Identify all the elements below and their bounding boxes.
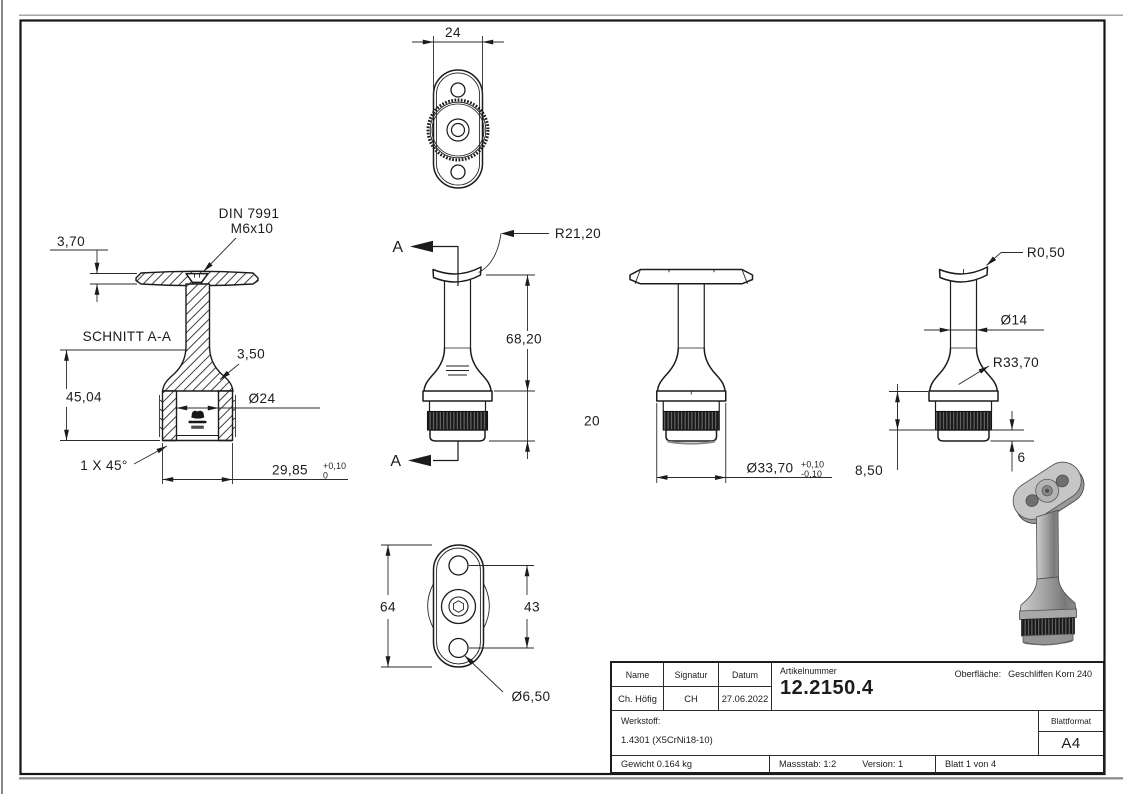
section-title: SCHNITT A-A bbox=[83, 329, 172, 344]
dim-hole-spacing: 43 bbox=[524, 600, 540, 615]
dim-bore-diameter: Ø24 bbox=[249, 391, 276, 406]
weight-cell: Gewicht 0.164 kg bbox=[612, 756, 770, 773]
dim-outer-tol-lower: 0 bbox=[323, 471, 328, 481]
dim-hole-diameter: Ø6,50 bbox=[511, 689, 550, 704]
surface-finish: Oberfläche: Geschliffen Korn 240 bbox=[955, 669, 1092, 679]
dim-outer-tol-upper: +0,10 bbox=[323, 461, 346, 471]
dim-base-tol-upper: +0,10 bbox=[801, 460, 824, 470]
sheet-number-cell: Blatt 1 von 4 bbox=[945, 759, 997, 770]
sheet-format-label: Blattformat bbox=[1039, 711, 1103, 732]
dim-wall-thickness: 3,50 bbox=[237, 347, 265, 362]
article-number: 12.2150.4 bbox=[780, 677, 874, 699]
tb-value-name: Ch. Höfig bbox=[612, 687, 664, 710]
signature-table: Name Signatur Datum Ch. Höfig CH 27.06.2… bbox=[612, 663, 772, 710]
dim-flange-width: 24 bbox=[445, 25, 461, 40]
dim-chamfer: 1 X 45° bbox=[80, 458, 128, 473]
dim-base-tol-lower: -0,10 bbox=[801, 469, 822, 479]
tb-header-signature: Signatur bbox=[664, 663, 719, 686]
cut-label-top: A bbox=[392, 239, 403, 256]
version-value: Version: 1 bbox=[862, 759, 904, 770]
scale-value: Massstab: 1:2 bbox=[779, 759, 837, 770]
manufacturer-logo bbox=[188, 410, 207, 429]
dim-outer-width: 29,85 bbox=[272, 463, 308, 478]
dim-flange-length: 64 bbox=[380, 600, 396, 615]
section-arrow-top bbox=[410, 240, 433, 253]
front-view: A A R21,20 68,20 20 bbox=[390, 226, 601, 470]
scale-cell: Massstab: 1:2 Version: 1 bbox=[770, 756, 936, 773]
section-view: 3,70 DIN 7991 M6x10 SCHNITT A-A 45,04 3,… bbox=[50, 206, 348, 484]
dim-front-height: 68,20 bbox=[506, 332, 542, 347]
material-value: 1.4301 (X5CrNi18-10) bbox=[621, 734, 713, 745]
screw-note-line1: DIN 7991 bbox=[219, 206, 280, 221]
sheet-format-cell: Blattformat A4 bbox=[1039, 711, 1103, 755]
material-cell: Werkstoff: 1.4301 (X5CrNi18-10) bbox=[612, 711, 1039, 755]
section-arrow-bottom bbox=[408, 454, 431, 467]
dim-bottom-height: 6 bbox=[1018, 450, 1026, 465]
side-view: Ø33,70 +0,10 -0,10 bbox=[629, 268, 832, 483]
tb-value-date: 27.06.2022 bbox=[721, 693, 769, 704]
cut-label-bottom: A bbox=[390, 453, 401, 470]
tb-header-date: Datum bbox=[732, 669, 758, 680]
isometric-view bbox=[1012, 461, 1085, 646]
dim-flange-thickness: 3,70 bbox=[57, 234, 85, 249]
article-number-label: Artikelnummer bbox=[780, 666, 837, 676]
knurl-ring bbox=[426, 98, 490, 162]
top-view: 24 bbox=[412, 25, 504, 189]
dim-stem-diameter: Ø14 bbox=[1001, 313, 1028, 328]
material-label: Werkstoff: bbox=[621, 716, 661, 726]
tb-header-name: Name bbox=[612, 663, 664, 686]
dim-saddle-radius: R21,20 bbox=[555, 226, 601, 241]
bottom-view: 64 43 Ø6,50 bbox=[380, 544, 550, 704]
screw-note-line2: M6x10 bbox=[231, 221, 274, 236]
dim-collar-height: 8,50 bbox=[855, 463, 883, 478]
detail-view: R0,50 Ø14 R33,70 8,50 6 bbox=[855, 245, 1065, 478]
surface-value: Geschliffen Korn 240 bbox=[1008, 669, 1092, 679]
dim-base-height: 20 bbox=[584, 414, 600, 429]
dim-base-diameter: Ø33,70 bbox=[747, 461, 794, 476]
surface-label: Oberfläche: bbox=[954, 669, 1002, 679]
dim-section-height: 45,04 bbox=[66, 390, 102, 405]
sheet-format-value: A4 bbox=[1061, 735, 1081, 752]
title-block: Name Signatur Datum Ch. Höfig CH 27.06.2… bbox=[610, 661, 1105, 774]
dim-bell-radius: R33,70 bbox=[993, 355, 1039, 370]
hex-socket bbox=[453, 600, 464, 613]
tb-value-signature: CH bbox=[664, 687, 719, 710]
dim-edge-radius: R0,50 bbox=[1027, 245, 1065, 260]
